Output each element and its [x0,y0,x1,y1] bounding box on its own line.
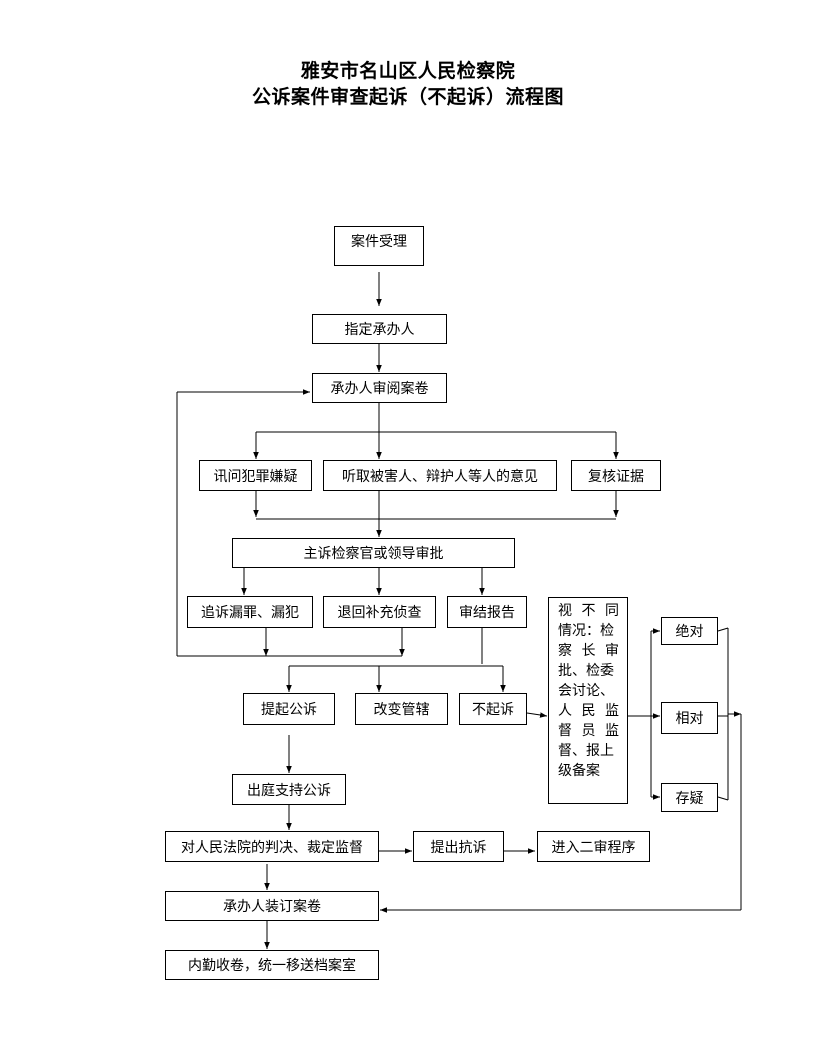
node-second-instance: 进入二审程序 [537,831,650,862]
note-char: 员 [581,723,596,739]
node-assign-handler: 指定承办人 [312,314,447,344]
note-char: 民 [581,703,596,719]
note-line-8: 督、报上 [558,741,619,761]
node-conclusion-report: 审结报告 [447,596,527,628]
note-text: 批、检委 [558,663,614,679]
note-line-9: 级备案 [558,761,619,781]
note-line-3: 察 长 审 [558,641,619,661]
note-text: 级备案 [558,763,600,779]
note-char: 人 [558,703,572,719]
note-line-1: 视 不 同 [558,601,619,621]
note-char: 监 [605,703,619,719]
note-char: 督 [558,723,572,739]
note-line-6: 人 民 监 [558,701,619,721]
note-char: 同 [605,603,619,619]
node-relative: 相对 [661,702,718,734]
note-line-7: 督 员 监 [558,721,619,741]
note-text: 会讨论、 [558,683,614,699]
note-char: 长 [581,643,596,659]
node-case-accept: 案件受理 [334,226,424,266]
note-line-2: 情况：检 [558,621,619,641]
node-change-jurisdiction: 改变管辖 [355,693,448,725]
document-subtitle: 公诉案件审查起诉（不起诉）流程图 [251,86,564,108]
note-char: 监 [605,723,619,739]
note-char: 视 [558,603,572,619]
node-archive: 内勤收卷，统一移送档案室 [165,950,379,980]
node-binding: 承办人装订案卷 [165,891,379,921]
node-file-protest: 提出抗诉 [413,831,504,862]
note-text: 情况：检 [558,623,614,639]
node-approval: 主诉检察官或领导审批 [232,538,515,568]
node-pursue-omissions: 追诉漏罪、漏犯 [187,596,313,628]
node-interrogate-suspect: 讯问犯罪嫌疑 [199,460,312,491]
node-doubtful: 存疑 [661,783,718,812]
node-verify-evidence: 复核证据 [571,460,661,491]
note-line-4: 批、检委 [558,661,619,681]
node-hear-opinions: 听取被害人、辩护人等人的意见 [323,460,557,491]
node-review-dossier: 承办人审阅案卷 [312,373,447,403]
document-title: 雅安市名山区人民检察院 [300,60,516,82]
note-line-5: 会讨论、 [558,681,619,701]
note-char: 察 [558,643,572,659]
note-char: 审 [605,643,619,659]
node-return-investigation: 退回补充侦查 [323,596,436,628]
node-approval-note: 视 不 同 情况：检 察 长 审 批、检委 会讨论、 人 民 监 督 员 监 督… [548,597,628,804]
note-text: 督、报上 [558,743,614,759]
note-char: 不 [581,603,596,619]
node-non-prosecution: 不起诉 [459,693,527,725]
node-court-supervision: 对人民法院的判决、裁定监督 [165,831,379,862]
node-absolute: 绝对 [661,617,718,645]
node-court-support: 出庭支持公诉 [232,774,346,805]
node-public-prosecution: 提起公诉 [243,693,335,725]
